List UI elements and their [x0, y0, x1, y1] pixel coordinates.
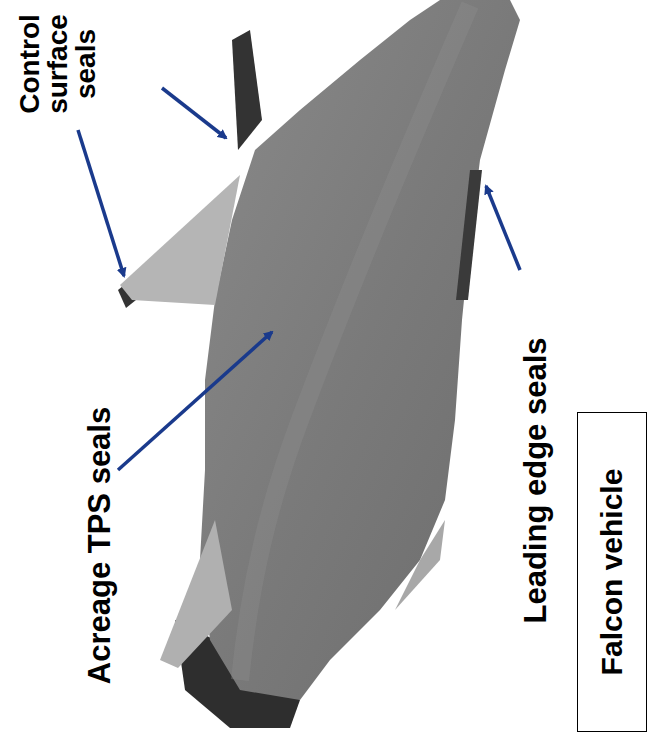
wing-fin [120, 175, 240, 305]
wing-fin [160, 520, 232, 668]
leader-arrow [118, 332, 272, 470]
body-shading [240, 5, 470, 680]
callout-label: Control surface seals [16, 4, 100, 124]
vehicle-body [200, 0, 520, 700]
callout-label: Leading edge seals [520, 337, 551, 623]
leader-arrow [78, 130, 124, 276]
leading-edge [456, 170, 482, 300]
body-highlight [395, 520, 445, 610]
leader-arrow [162, 88, 226, 138]
leader-arrow [486, 186, 520, 270]
caption-box: Falcon vehicle [577, 412, 647, 732]
control-surface [232, 30, 262, 150]
callout-label: Acreage TPS seals [85, 406, 116, 683]
caption-text: Falcon vehicle [595, 469, 629, 676]
